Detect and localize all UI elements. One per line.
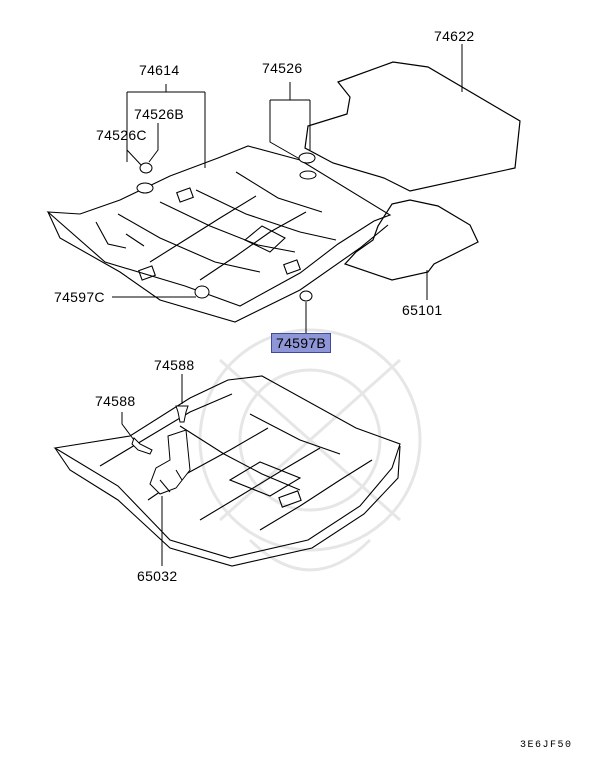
- part-label-74588-left[interactable]: 74588: [95, 393, 136, 409]
- clip-74526: [298, 152, 317, 180]
- part-label-74526c[interactable]: 74526C: [96, 127, 147, 143]
- leader-74526c: [126, 144, 143, 167]
- part-label-74614[interactable]: 74614: [139, 62, 180, 78]
- clip-74597b: [299, 290, 313, 302]
- part-label-65101[interactable]: 65101: [402, 302, 443, 318]
- floor-mat-74622[interactable]: [304, 61, 521, 192]
- floor-mat-65101[interactable]: [343, 199, 479, 281]
- bracket-65032[interactable]: [149, 429, 191, 495]
- part-label-74622[interactable]: 74622: [434, 28, 475, 44]
- clip-74526b: [136, 162, 154, 194]
- part-label-74588-top[interactable]: 74588: [154, 357, 195, 373]
- leader-74526b: [148, 123, 159, 163]
- leader-74526: [269, 82, 311, 163]
- clip-74597c: [194, 285, 210, 299]
- part-label-74526[interactable]: 74526: [262, 60, 303, 76]
- screw-74588-top: [175, 405, 189, 423]
- leader-74614: [126, 84, 206, 168]
- screw-74588-left: [131, 437, 153, 455]
- part-label-74526b[interactable]: 74526B: [134, 106, 185, 122]
- watermark-emblem: [198, 328, 422, 572]
- diagram-code: 3E6JF50: [520, 740, 573, 751]
- floor-carpet-74614[interactable]: [46, 145, 392, 323]
- leader-74588-left: [121, 412, 135, 441]
- part-label-74597b[interactable]: 74597B: [271, 333, 332, 353]
- part-label-74597c[interactable]: 74597C: [54, 289, 105, 305]
- part-label-65032[interactable]: 65032: [137, 568, 178, 584]
